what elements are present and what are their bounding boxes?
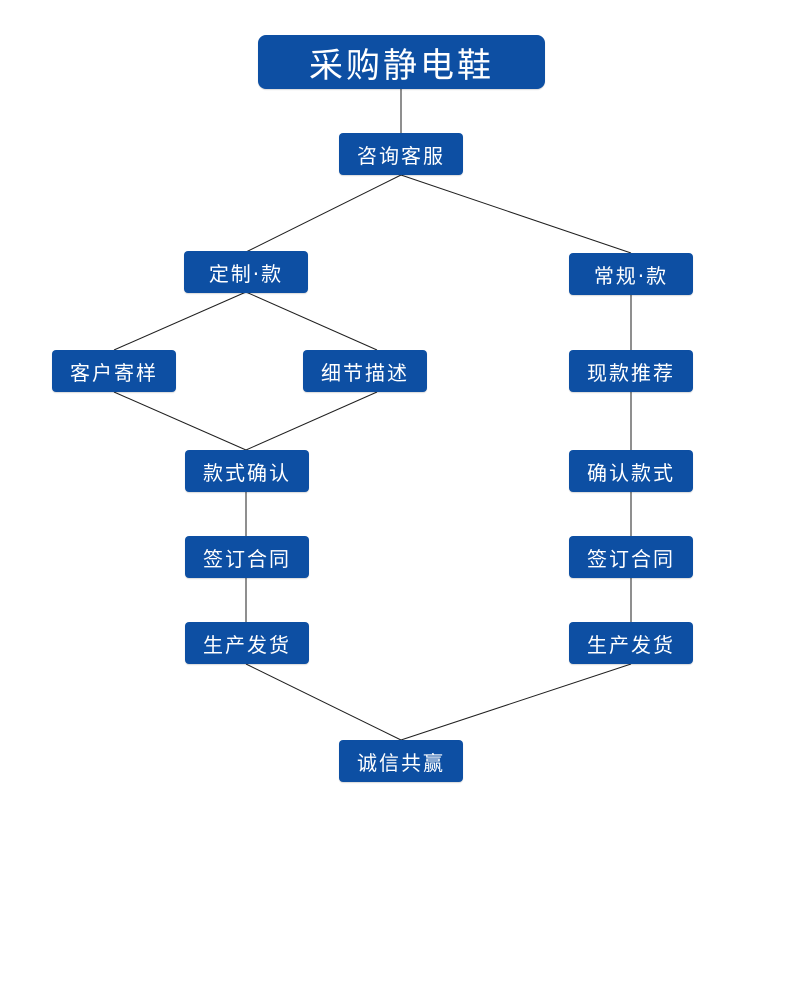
- node-win-win: 诚信共赢: [339, 740, 463, 782]
- connector-custom-to-sample: [113, 291, 247, 351]
- node-regular: 常规·款: [569, 253, 693, 295]
- connector-custom-to-detail: [245, 291, 378, 351]
- connector-consult-to-regular: [400, 174, 632, 254]
- node-customer-sample: 客户寄样: [52, 350, 176, 392]
- node-sign-contract-left: 签订合同: [185, 536, 309, 578]
- node-sign-contract-right: 签订合同: [569, 536, 693, 578]
- node-custom: 定制·款: [184, 251, 308, 293]
- node-confirm-style-left: 款式确认: [185, 450, 309, 492]
- node-detail-description: 细节描述: [303, 350, 427, 392]
- node-produce-ship-right: 生产发货: [569, 622, 693, 664]
- connector-sample-to-confirm: [113, 391, 247, 451]
- connector-right-produce-to-winwin: [400, 663, 632, 741]
- node-recommend-existing: 现款推荐: [569, 350, 693, 392]
- node-produce-ship-left: 生产发货: [185, 622, 309, 664]
- node-title: 采购静电鞋: [258, 35, 545, 89]
- connector-left-produce-to-winwin: [245, 663, 402, 741]
- connector-detail-to-confirm: [245, 391, 378, 451]
- connector-consult-to-custom: [245, 174, 402, 253]
- node-confirm-style-right: 确认款式: [569, 450, 693, 492]
- node-consult: 咨询客服: [339, 133, 463, 175]
